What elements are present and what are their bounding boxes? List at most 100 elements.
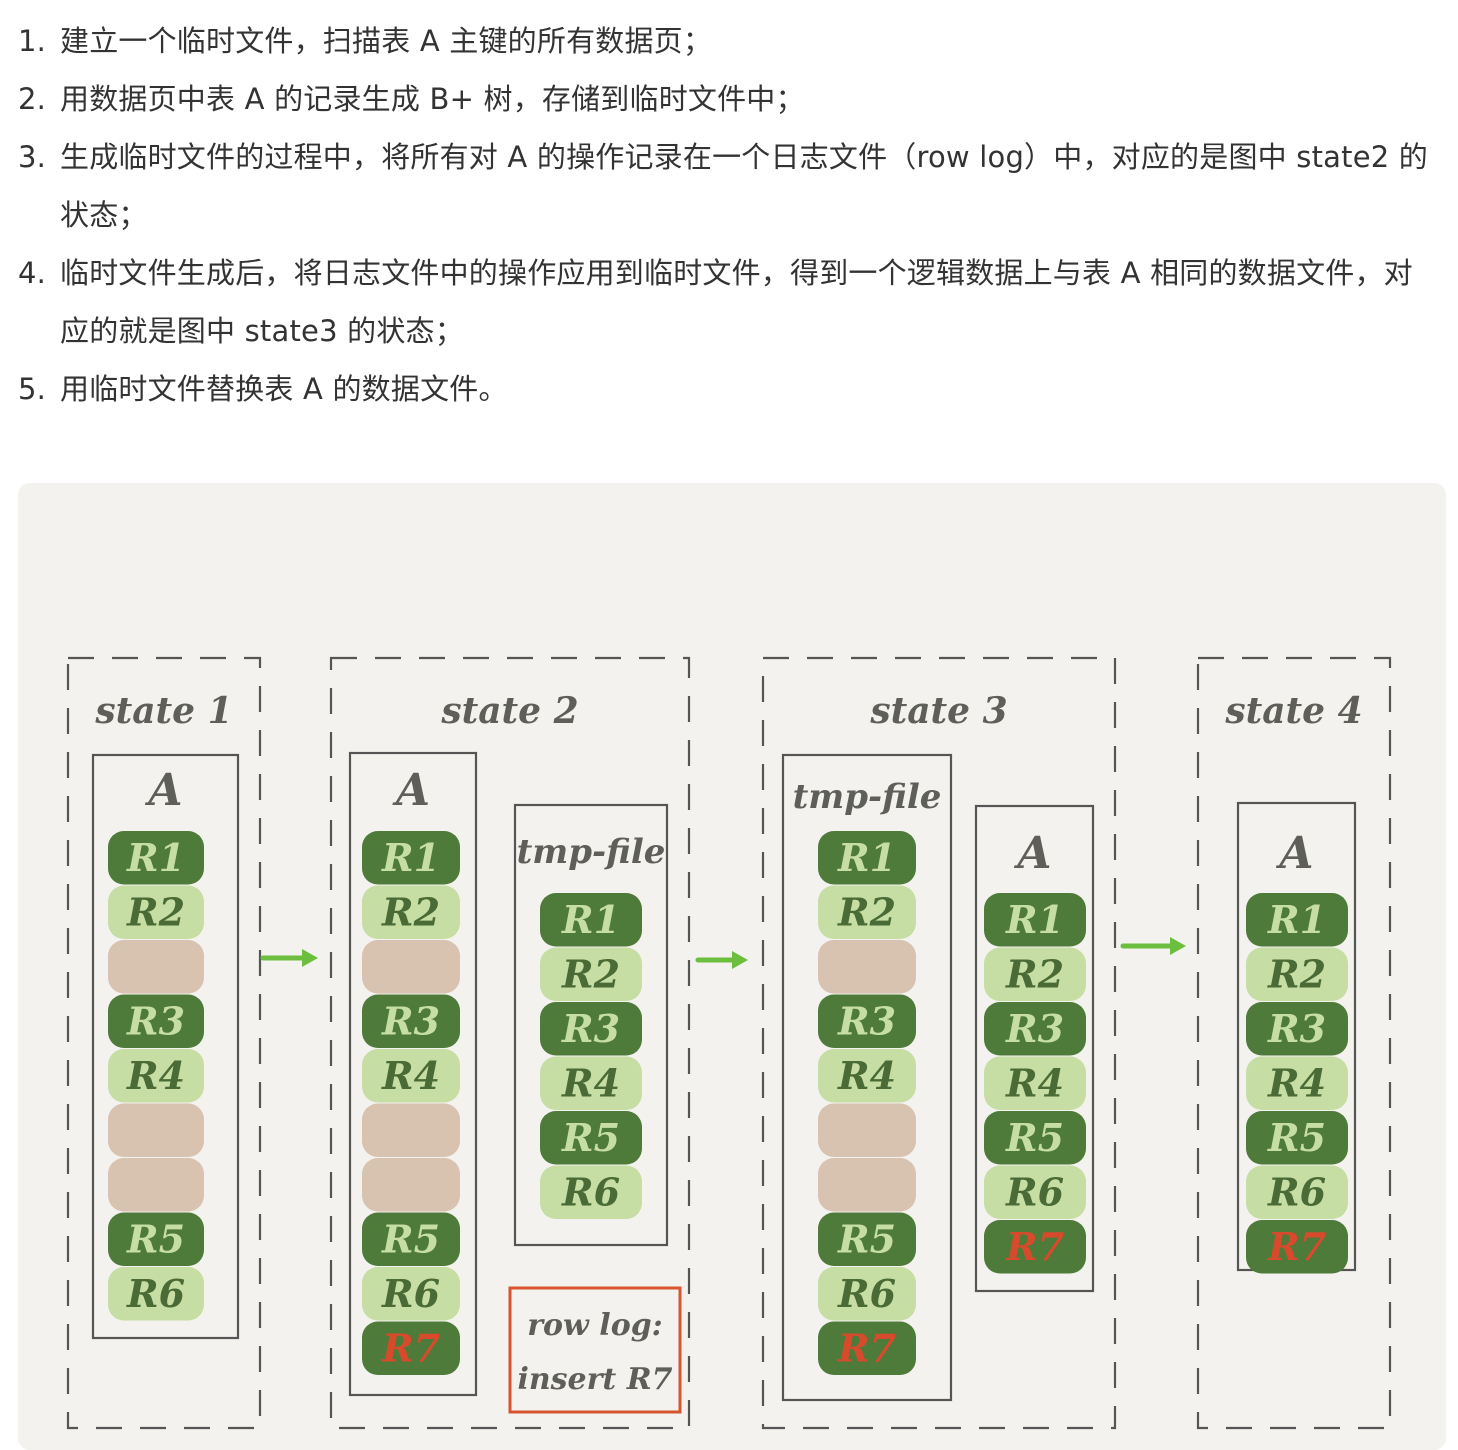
record-r1: R1 xyxy=(984,893,1086,947)
record-label: R3 xyxy=(126,999,185,1044)
record-label: R3 xyxy=(837,999,896,1044)
record-label: R2 xyxy=(837,890,896,935)
state-3-label: state 3 xyxy=(869,690,1007,732)
step-item: 5.用临时文件替换表 A 的数据文件。 xyxy=(18,360,1438,418)
record-label: R3 xyxy=(561,1006,620,1051)
empty-page xyxy=(362,1158,460,1212)
record-label: R5 xyxy=(561,1115,620,1160)
record-label: R4 xyxy=(837,1053,896,1098)
empty-page xyxy=(108,1103,204,1157)
transition-arrow xyxy=(1120,937,1186,955)
record-r3: R3 xyxy=(1246,1002,1348,1056)
record-label: R2 xyxy=(381,890,440,935)
record-r2: R2 xyxy=(540,947,642,1001)
record-r2: R2 xyxy=(362,885,460,939)
step-number: 3. xyxy=(18,140,47,174)
record-r5: R5 xyxy=(108,1212,204,1266)
record-r4: R4 xyxy=(108,1049,204,1103)
record-label: R5 xyxy=(126,1217,185,1262)
record-r5: R5 xyxy=(818,1212,916,1266)
record-r5: R5 xyxy=(362,1212,460,1266)
record-r2: R2 xyxy=(984,947,1086,1001)
record-r3: R3 xyxy=(108,994,204,1048)
record-label: R6 xyxy=(837,1271,896,1316)
record-r3: R3 xyxy=(818,994,916,1048)
record-r6: R6 xyxy=(540,1165,642,1219)
record-label: R7 xyxy=(1267,1224,1326,1269)
state-4-label: state 4 xyxy=(1224,690,1362,732)
record-label: R3 xyxy=(1267,1006,1326,1051)
record-r7: R7 xyxy=(362,1321,460,1375)
empty-page xyxy=(108,1158,204,1212)
record-r2: R2 xyxy=(818,885,916,939)
step-number: 2. xyxy=(18,82,47,116)
record-r1: R1 xyxy=(540,893,642,947)
empty-page xyxy=(108,940,204,994)
empty-page xyxy=(818,940,916,994)
record-label: R4 xyxy=(126,1053,185,1098)
record-r4: R4 xyxy=(540,1056,642,1110)
record-label: R4 xyxy=(381,1053,440,1098)
record-label: R5 xyxy=(1005,1115,1064,1160)
record-label: R4 xyxy=(561,1061,620,1106)
record-r1: R1 xyxy=(362,831,460,885)
step-item: 1.建立一个临时文件，扫描表 A 主键的所有数据页； xyxy=(18,12,1438,70)
step-text: 用临时文件替换表 A 的数据文件。 xyxy=(60,372,508,406)
record-r1: R1 xyxy=(1246,893,1348,947)
record-label: R5 xyxy=(837,1217,896,1262)
record-r1: R1 xyxy=(818,831,916,885)
transition-arrow xyxy=(695,951,748,969)
step-item: 4.临时文件生成后，将日志文件中的操作应用到临时文件，得到一个逻辑数据上与表 A… xyxy=(18,244,1438,360)
record-r4: R4 xyxy=(362,1049,460,1103)
container-title: A xyxy=(1275,828,1313,879)
record-label: R1 xyxy=(381,835,440,880)
container-title: A xyxy=(1013,828,1051,879)
record-r4: R4 xyxy=(818,1049,916,1103)
record-r6: R6 xyxy=(818,1267,916,1321)
record-label: R3 xyxy=(381,999,440,1044)
state-1-label: state 1 xyxy=(94,690,232,732)
record-r5: R5 xyxy=(540,1111,642,1165)
step-text: 临时文件生成后，将日志文件中的操作应用到临时文件，得到一个逻辑数据上与表 A 相… xyxy=(60,256,1413,348)
record-r3: R3 xyxy=(984,1002,1086,1056)
record-r5: R5 xyxy=(1246,1111,1348,1165)
record-label: R1 xyxy=(561,897,620,942)
record-label: R1 xyxy=(837,835,896,880)
record-label: R4 xyxy=(1005,1061,1064,1106)
steps-list: 1.建立一个临时文件，扫描表 A 主键的所有数据页； 2.用数据页中表 A 的记… xyxy=(18,12,1438,418)
record-r3: R3 xyxy=(362,994,460,1048)
empty-page xyxy=(818,1103,916,1157)
record-label: R7 xyxy=(381,1326,440,1371)
empty-page xyxy=(362,1103,460,1157)
state-1-frame xyxy=(66,656,262,1430)
step-number: 1. xyxy=(18,24,47,58)
step-item: 3.生成临时文件的过程中，将所有对 A 的操作记录在一个日志文件（row log… xyxy=(18,128,1438,244)
record-r6: R6 xyxy=(1246,1165,1348,1219)
empty-page xyxy=(818,1158,916,1212)
record-r4: R4 xyxy=(1246,1056,1348,1110)
record-label: R2 xyxy=(126,890,185,935)
record-r2: R2 xyxy=(1246,947,1348,1001)
record-label: R2 xyxy=(1267,952,1326,997)
row-log-entry: insert R7 xyxy=(517,1362,672,1397)
empty-page xyxy=(362,940,460,994)
record-label: R7 xyxy=(837,1326,896,1371)
record-label: R6 xyxy=(1267,1170,1326,1215)
transition-arrow xyxy=(260,949,318,967)
record-r4: R4 xyxy=(984,1056,1086,1110)
container-title: A xyxy=(144,765,182,816)
record-r6: R6 xyxy=(108,1267,204,1321)
row-log-title: row log: xyxy=(527,1308,663,1343)
record-label: R1 xyxy=(126,835,185,880)
record-label: R5 xyxy=(1267,1115,1326,1160)
record-label: R3 xyxy=(1005,1006,1064,1051)
record-r7: R7 xyxy=(818,1321,916,1375)
record-r2: R2 xyxy=(108,885,204,939)
row-log-box: row log: insert R7 xyxy=(508,1286,682,1414)
